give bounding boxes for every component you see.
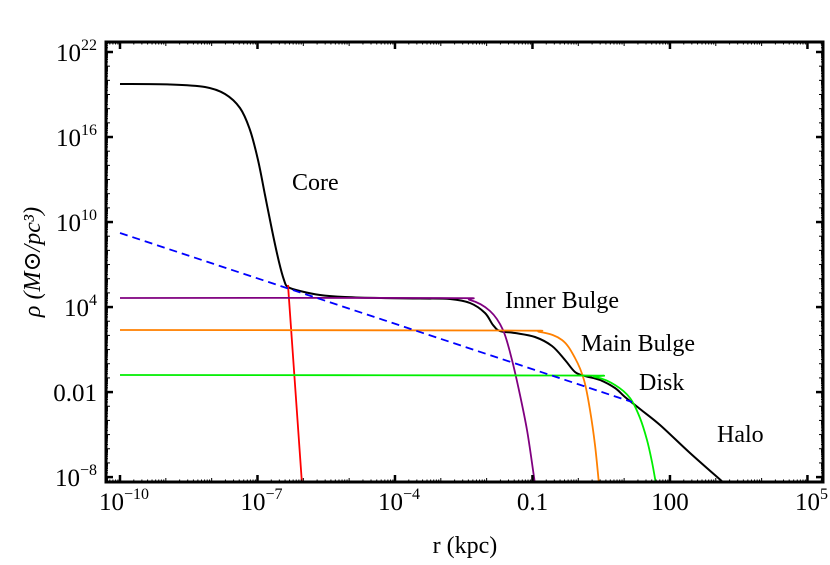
annotation-disk: Disk [639,370,684,396]
ticks-group [106,42,823,482]
series-total [119,83,724,481]
x-tick-label: 100 [651,489,689,516]
series-halo-dashed [119,232,633,403]
y-axis-title: ρ (M⊙/pc³) [20,207,46,318]
x-tick-label: 105 [795,486,828,516]
annotation-inner-bulge: Inner Bulge [505,288,619,314]
series-disk [119,374,657,481]
series-main-bulge [119,329,600,481]
x-tick-label: 0.1 [517,489,548,516]
annotation-main-bulge: Main Bulge [581,331,695,357]
y-tick-label: 104 [64,292,97,322]
y-axis-title-group: ρ (M⊙/pc³) [20,207,46,318]
annotation-halo: Halo [717,422,764,448]
y-tick-label: 1022 [56,37,97,67]
x-tick-label: 10−10 [99,486,149,516]
x-tick-label: 10−7 [240,486,282,516]
x-tick-labels: 10−10 10−7 10−4 0.1 100 105 [99,486,828,516]
x-axis-title: r (kpc) [433,533,498,559]
curves-group [119,83,724,481]
y-tick-label: 10−8 [55,462,97,492]
plot-frame [104,40,825,484]
series-core [287,284,303,481]
y-tick-labels: 1022 1016 1010 104 0.01 10−8 [53,37,97,492]
x-tick-label: 10−4 [378,486,420,516]
annotation-core: Core [292,170,339,196]
series-inner-bulge [119,296,536,481]
y-tick-label: 1016 [56,122,97,152]
y-tick-label: 1010 [56,207,97,237]
y-tick-label: 0.01 [53,380,97,407]
